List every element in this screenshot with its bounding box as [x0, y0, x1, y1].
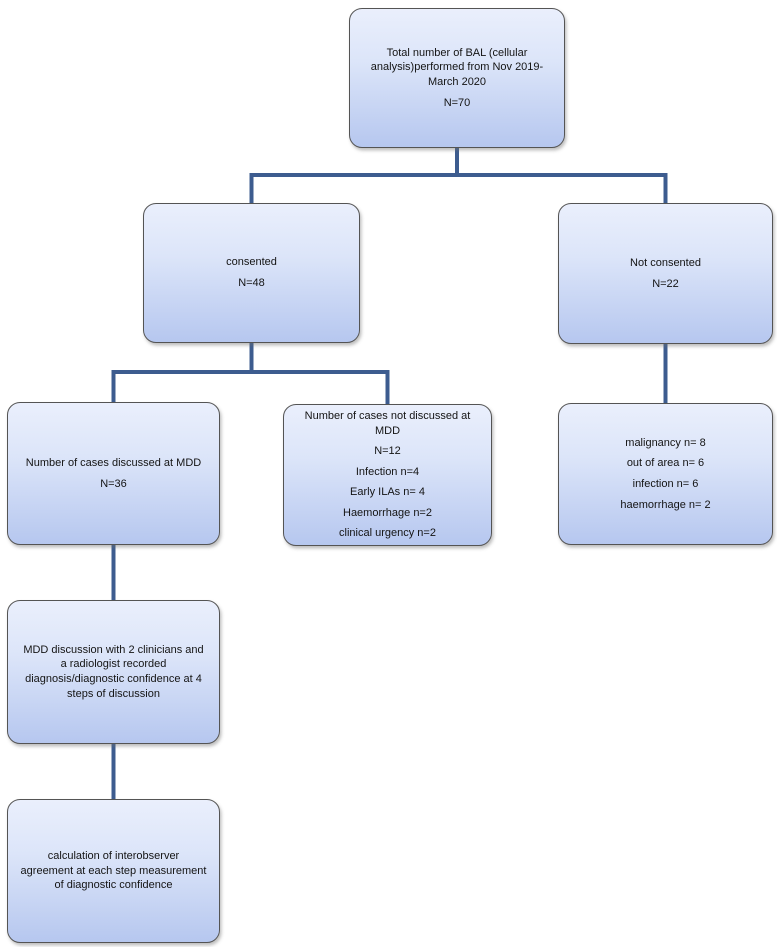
node-text: consented — [226, 256, 277, 269]
node-text: Not consented — [630, 256, 701, 269]
node-count: N=36 — [100, 477, 127, 490]
node-text: calculation of interobserver agreement a… — [20, 850, 207, 892]
node-count: N=48 — [238, 277, 265, 289]
node-count: N=12 — [374, 445, 401, 458]
connector-row2-branch — [249, 173, 668, 206]
node-breakdown-item: out of area n= 6 — [626, 457, 705, 470]
node-not-consented-reasons: malignancy n= 8 out of area n= 6 infecti… — [558, 403, 773, 545]
node-count: N=22 — [652, 277, 679, 290]
node-text: Number of cases discussed at MDD — [25, 456, 202, 469]
node-not-consented: Not consented N=22 — [558, 203, 773, 344]
node-interobserver-agreement: calculation of interobserver agreement a… — [7, 799, 220, 943]
node-text: MDD discussion with 2 clinicians and a r… — [23, 643, 204, 700]
node-not-discussed-mdd: Number of cases not discussed at MDD N=1… — [283, 404, 492, 546]
node-text: Total number of BAL (cellular analysis)p… — [370, 46, 544, 88]
node-breakdown-item: malignancy n= 8 — [625, 436, 706, 449]
node-text: Number of cases not discussed at MDD — [304, 410, 471, 437]
node-breakdown-item: infection n= 6 — [632, 478, 699, 490]
node-breakdown-item: Infection n=4 — [355, 465, 420, 478]
node-consented: consented N=48 — [143, 203, 360, 343]
node-count: N=70 — [443, 96, 471, 109]
node-total-bal: Total number of BAL (cellular analysis)p… — [349, 8, 565, 148]
node-discussed-mdd: Number of cases discussed at MDD N=36 — [7, 402, 220, 545]
node-breakdown-item: Haemorrhage n=2 — [343, 506, 432, 519]
node-breakdown-item: haemorrhage n= 2 — [620, 498, 711, 511]
node-breakdown-item: Early ILAs n= 4 — [350, 486, 425, 499]
connector-row3-branch — [111, 370, 390, 407]
node-mdd-discussion: MDD discussion with 2 clinicians and a r… — [7, 600, 220, 744]
node-breakdown-item: clinical urgency n=2 — [339, 527, 436, 540]
